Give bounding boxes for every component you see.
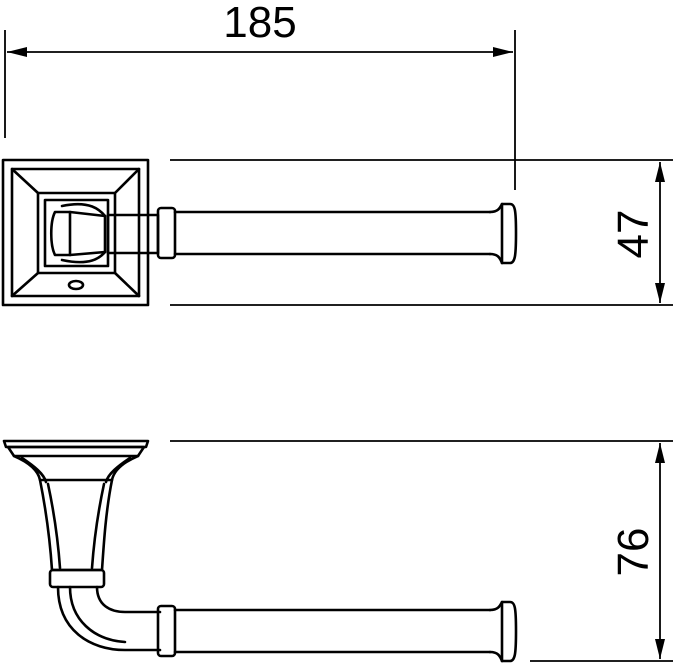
height-top-label: 47 [609,210,658,259]
base-plate-top [1,158,150,307]
collar-body [48,568,106,589]
top-view [1,158,518,307]
arm-neck-top [49,202,160,264]
screw-hole [67,279,85,291]
collar-top [156,206,177,260]
width-label: 185 [223,0,296,47]
side-view [2,439,518,663]
elbow-side [56,585,162,652]
width-dimension: 185 [4,0,516,190]
body-side [38,478,114,572]
rod-top [173,202,518,265]
height-bottom-label: 76 [609,528,658,577]
height-dimension-bottom: 76 [170,440,673,662]
flange-side [2,439,150,484]
height-dimension-top: 47 [170,159,673,306]
rod-side [173,600,518,663]
collar-rod-side [156,604,177,658]
